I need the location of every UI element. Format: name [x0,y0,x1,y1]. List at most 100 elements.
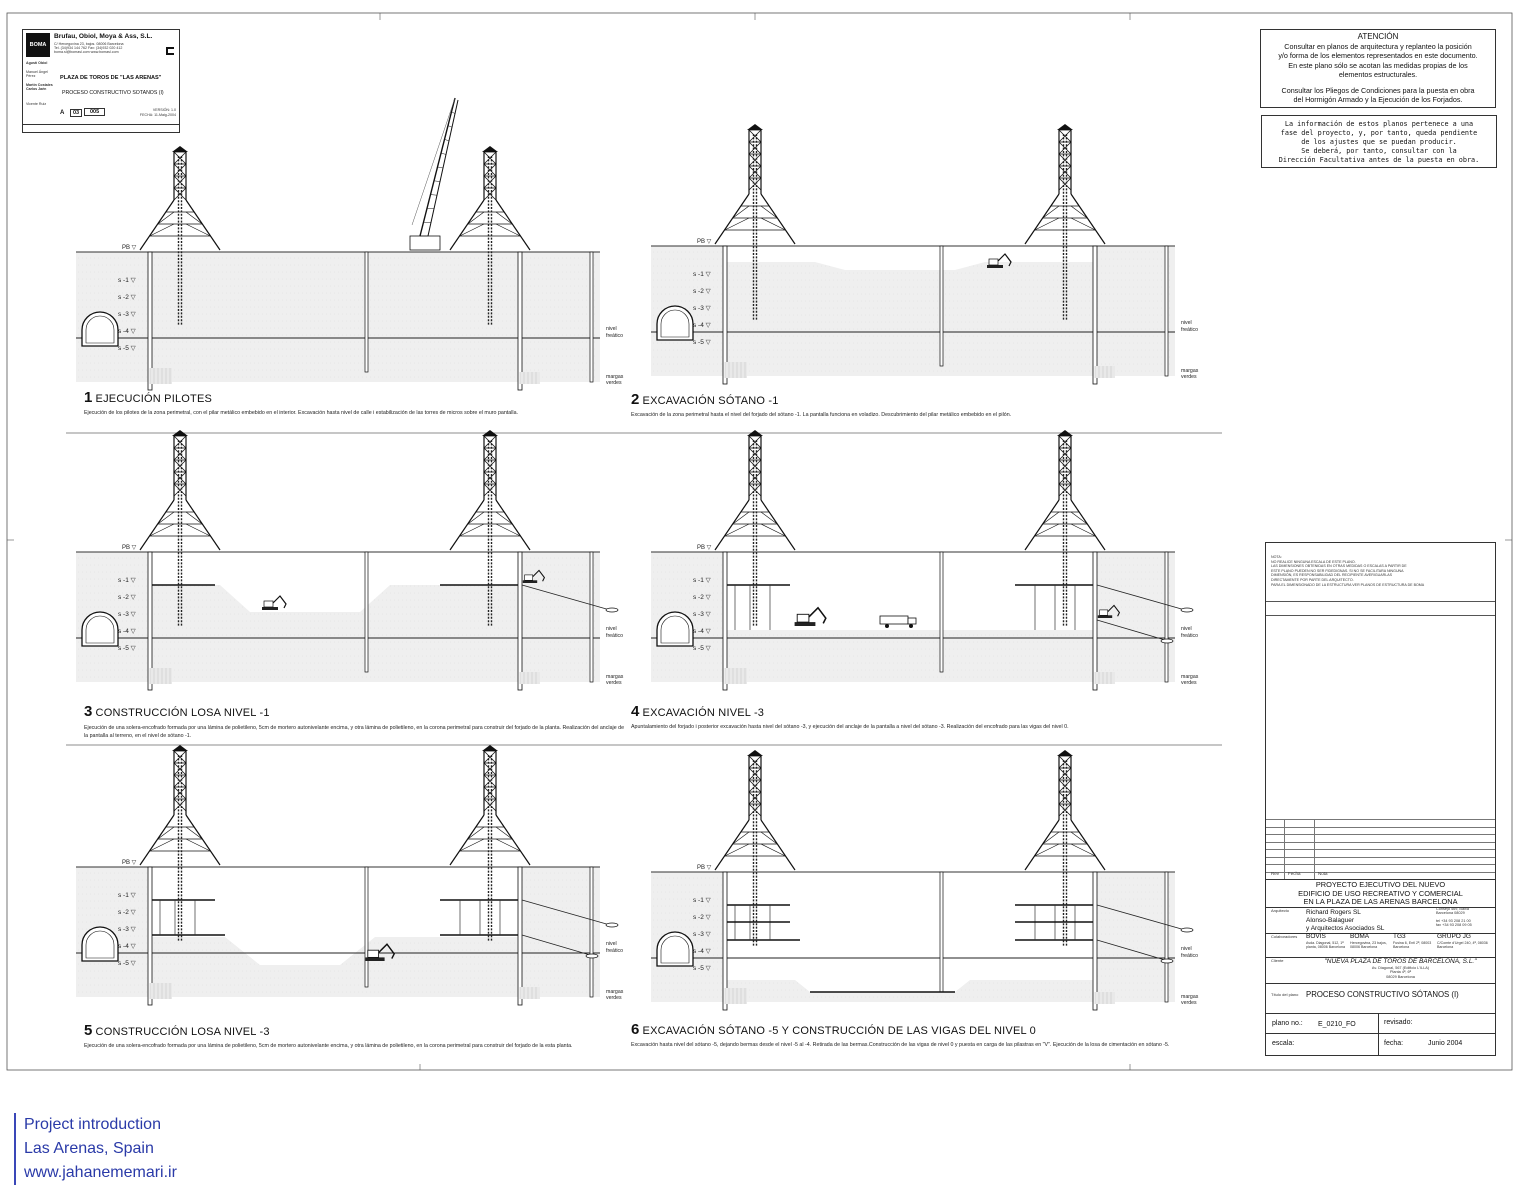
micropile-tower [1024,750,1106,946]
revision-row [1266,864,1495,865]
level-label-s1: s -1 ▽ [118,892,137,899]
level-label-pb: PB ▽ [697,865,712,871]
rev-label: Rev [1271,871,1280,876]
revision-row [1266,826,1495,828]
metro-tunnel [81,611,119,647]
diaphragm-wall-right [1092,245,1098,385]
truck-icon [879,615,917,628]
diaphragm-wall-right [517,551,523,691]
freatico-label: freático [606,948,623,954]
inner-wall [364,551,369,673]
inner-wall [939,245,944,367]
rock-hatch [149,368,172,384]
sheet-group: 03 [70,109,83,117]
metro-tunnel [656,305,694,341]
level-label-s2: s -2 ▽ [693,288,712,295]
process-title: PROCESO CONSTRUCTIVO SOTANOS (I) [62,90,164,96]
revision-col [1284,819,1285,879]
rock-hatch [519,372,540,384]
level-label-s5: s -5 ▽ [118,960,137,967]
revision-row [1266,856,1495,858]
panel-6-description: Excavación hasta nivel del sótano -5, de… [631,1042,1170,1048]
company-address: C/ Hercegovina 23, bajos. 08006 Barcelon… [54,42,124,46]
rock-hatch [1094,672,1115,684]
ground-anchor [1096,619,1166,641]
excavation-zone [150,552,520,612]
excavator-icon [262,595,287,610]
fecha-label-2: fecha: [1384,1040,1404,1047]
level-label-s3: s -3 ▽ [118,611,137,618]
level-label-s5: s -5 ▽ [693,965,712,972]
level-label-s2: s -2 ▽ [693,914,712,921]
panel-2-description: Excavación de la zona perimetral hasta e… [631,412,1012,418]
metro-tunnel [656,611,694,647]
revision-row [1266,819,1495,820]
level-label-s1: s -1 ▽ [118,277,137,284]
micropile-tower [449,430,531,626]
perimeter-wall [589,551,594,683]
rock-hatch [1094,992,1115,1004]
level-label-s3: s -3 ▽ [118,311,137,318]
caption-line-1: Project introduction [24,1116,161,1133]
escala-label: escala: [1272,1040,1295,1047]
level-label-s2: s -2 ▽ [693,594,712,601]
excavation-zone [150,867,520,965]
project-name: PROYECTO EJECUTIVO DEL NUEVO EDIFICIO DE… [1298,880,1463,907]
metro-tunnel [81,311,119,347]
excavator-icon [794,606,827,626]
level-label-s4: s -4 ▽ [118,628,137,635]
revision-col [1314,819,1315,879]
level-label-pb: PB ▽ [122,860,137,866]
verdes-label: verdes [606,995,622,1001]
level-label-s5: s -5 ▽ [693,339,712,346]
sheet-frame [6,12,1513,1071]
panel-5-description: Ejecución de una solera-encofrado formad… [84,1043,573,1049]
level-label-pb: PB ▽ [697,239,712,245]
ground-anchor [521,899,611,926]
ground-anchor [521,934,591,956]
company-name: Brufau, Obiol, Moya & Ass, S.L. [54,33,153,40]
staff-list: Agustí Obiol Manuel Ángel Pérez Martín C… [26,61,53,106]
micropile-tower [714,750,796,946]
level-label-s5: s -5 ▽ [693,645,712,652]
boma-mark-icon [166,47,174,55]
verdes-label: verdes [1181,374,1197,380]
level-label-s1: s -1 ▽ [118,577,137,584]
colab-boma: BOMA Hercegovina, 23 bajos, 08006 Barcel… [1350,933,1387,950]
rock-hatch [1094,366,1115,378]
diaphragm-wall-left [147,866,153,1006]
rock-hatch [149,668,172,684]
level-label-pb: PB ▽ [122,545,137,551]
plano-label: plano no.: [1272,1020,1303,1027]
perimeter-wall [1164,871,1169,1003]
nivel-label: nivel [1181,626,1192,632]
caption-line-3[interactable]: www.jahanememari.ir [24,1164,177,1181]
diaphragm-wall-left [722,551,728,691]
diaphragm-wall-right [517,866,523,1006]
phase-info-box: La información de estos planos pertenece… [1261,115,1497,168]
header-block: BOMA Brufau, Obiol, Moya & Ass, S.L. C/ … [22,29,180,133]
ground-anchor [521,584,611,611]
perimeter-wall [1164,245,1169,377]
arquitecto-label: Arquitecto [1271,908,1290,913]
rock-hatch [149,983,172,999]
nivel-label: nivel [606,326,617,332]
ground-anchor [1096,584,1186,611]
level-label-s3: s -3 ▽ [118,926,137,933]
micropile-tower [139,745,221,941]
inner-wall [939,551,944,673]
sheet-letter: A [60,110,65,116]
title-block: NOTA: NO REALICE NINGUNA ESCALA DE ESTE … [1265,542,1496,1056]
nota-text: NOTA: NO REALICE NINGUNA ESCALA DE ESTE … [1271,555,1425,587]
margas-label: margas [1181,674,1199,680]
level-label-s3: s -3 ▽ [693,305,712,312]
boma-logo: BOMA [26,33,50,57]
caption: Project introduction Las Arenas, Spain w… [14,1113,177,1185]
verdes-label: verdes [1181,680,1197,686]
sheet-number: 005 [84,108,106,116]
